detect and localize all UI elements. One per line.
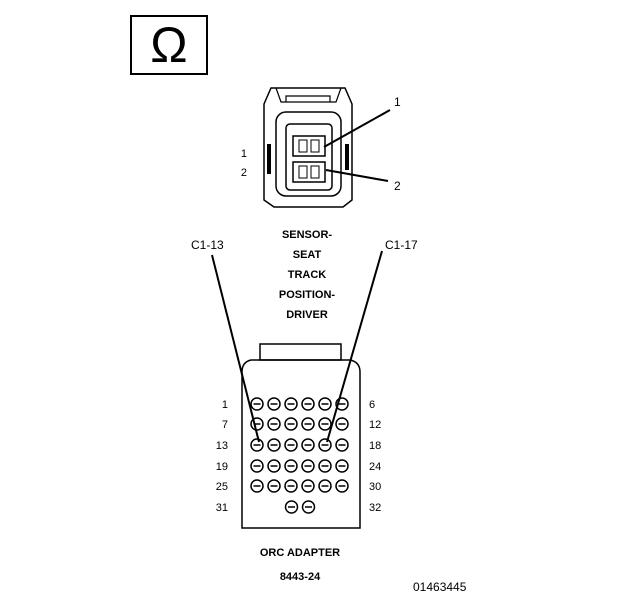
sensor-terminal-2 <box>292 161 326 183</box>
sensor-pin-label: 1 <box>241 148 247 160</box>
sensor-name-line: TRACK <box>288 269 327 281</box>
ohmmeter-symbol: Ω <box>130 15 208 75</box>
adapter-row-start-label: 7 <box>222 419 228 431</box>
adapter-pin <box>284 438 298 452</box>
adapter-row-end-label: 32 <box>369 502 381 514</box>
callout-1-label: 1 <box>394 95 401 109</box>
sensor-name-line: SENSOR- <box>282 229 332 241</box>
adapter-pin <box>250 459 264 473</box>
adapter-pin <box>250 479 264 493</box>
callout-2-label: 2 <box>394 179 401 193</box>
adapter-name: ORC ADAPTER <box>260 547 340 559</box>
adapter-pin <box>284 479 298 493</box>
adapter-pin <box>250 438 264 452</box>
adapter-row-start-label: 13 <box>216 440 228 452</box>
adapter-pin <box>301 459 315 473</box>
adapter-pin <box>335 459 349 473</box>
adapter-pin <box>335 397 349 411</box>
adapter-pin <box>301 417 315 431</box>
figure-id: 01463445 <box>413 580 467 594</box>
adapter-pin <box>318 459 332 473</box>
sensor-name-line: DRIVER <box>286 309 328 321</box>
callout-1-leader <box>323 109 391 148</box>
adapter-pin <box>301 500 316 514</box>
adapter-pin <box>267 397 281 411</box>
adapter-row-start-label: 25 <box>216 481 228 493</box>
adapter-pin <box>284 397 298 411</box>
adapter-pin <box>301 438 315 452</box>
adapter-pin <box>301 397 315 411</box>
adapter-pin <box>284 459 298 473</box>
adapter-pin <box>335 438 349 452</box>
sensor-pin-label: 2 <box>241 167 247 179</box>
callout-2-leader <box>325 169 389 182</box>
adapter-pin <box>318 438 332 452</box>
adapter-row-end-label: 6 <box>369 399 375 411</box>
adapter-row-end-label: 30 <box>369 481 381 493</box>
sensor-terminal-1 <box>292 135 326 157</box>
sensor-connector <box>263 87 353 208</box>
sensor-name-line: SEAT <box>293 249 322 261</box>
adapter-row-end-label: 18 <box>369 440 381 452</box>
adapter-pin <box>318 417 332 431</box>
adapter-row-start-label: 19 <box>216 461 228 473</box>
adapter-pin <box>318 479 332 493</box>
probe-label-left: C1-13 <box>191 238 224 252</box>
sensor-name: SENSOR- SEAT TRACK POSITION- DRIVER <box>279 229 336 321</box>
adapter-pin <box>267 479 281 493</box>
adapter-pin-grid <box>250 397 349 514</box>
adapter-pin <box>267 459 281 473</box>
adapter-pin <box>267 417 281 431</box>
adapter-row-end-label: 12 <box>369 419 381 431</box>
adapter-pin <box>301 479 315 493</box>
probe-line-right <box>326 250 383 443</box>
ohm-icon: Ω <box>150 17 187 73</box>
adapter-pin <box>318 397 332 411</box>
adapter-pin <box>267 438 281 452</box>
adapter-row-start-label: 1 <box>222 399 228 411</box>
sensor-name-line: POSITION- <box>279 289 336 301</box>
adapter-pin <box>250 397 264 411</box>
adapter-pin <box>335 479 349 493</box>
adapter-pin <box>335 417 349 431</box>
adapter-part-number: 8443-24 <box>280 571 321 583</box>
adapter-row-start-label: 31 <box>216 502 228 514</box>
probe-label-right: C1-17 <box>385 238 418 252</box>
adapter-pin <box>284 500 299 514</box>
probe-line-left <box>211 254 260 443</box>
orc-adapter-connector <box>241 343 361 529</box>
adapter-pin <box>284 417 298 431</box>
adapter-row-end-label: 24 <box>369 461 381 473</box>
